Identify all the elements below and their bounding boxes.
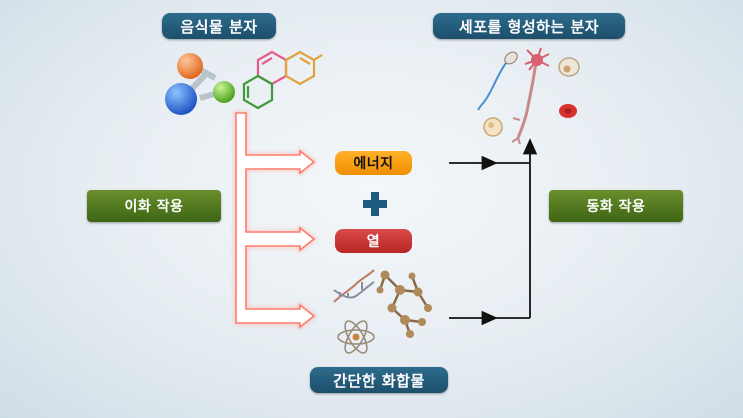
ball-molecule-icon (165, 53, 235, 115)
catabolism-label: 이화 작용 (87, 190, 221, 222)
energy-label: 에너지 (335, 151, 412, 175)
dna-icon (333, 269, 375, 303)
plus-icon (361, 190, 389, 218)
anabolism-label: 동화 작용 (549, 190, 683, 222)
molecular-network-icon (376, 270, 432, 338)
food-molecules-label: 음식물 분자 (162, 13, 276, 39)
ring-structure-icon (242, 50, 323, 110)
atom-icon (337, 320, 375, 354)
catabolism-arrows (235, 112, 316, 329)
cells-illustration-icon (477, 47, 580, 145)
cell-molecules-label: 세포를 형성하는 분자 (433, 13, 625, 39)
simple-compounds-label: 간단한 화합물 (310, 367, 448, 393)
heat-label: 열 (335, 229, 412, 253)
anabolism-connectors (449, 138, 538, 326)
